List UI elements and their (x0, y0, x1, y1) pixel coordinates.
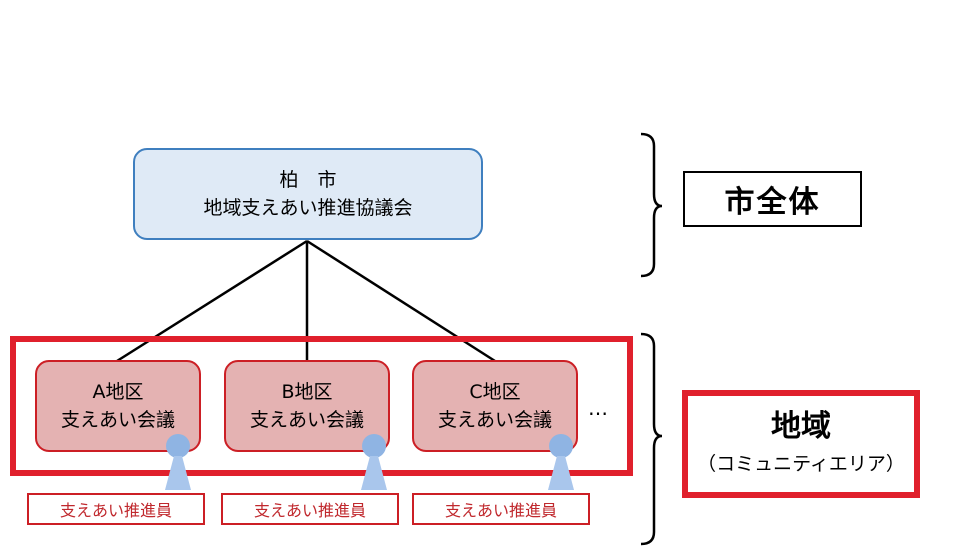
region-subtitle: （コミュニティエリア） (697, 453, 905, 475)
region-brace-icon (640, 332, 663, 546)
region-title: 地域 (771, 409, 831, 444)
council-name: 地域支えあい推進協議会 (203, 197, 413, 219)
region-scope-label: 地域 （コミュニティエリア） (682, 390, 920, 498)
promoter-label-a: 支えあい推進員 (27, 493, 205, 525)
person-icon (548, 434, 574, 490)
city-brace-icon (640, 132, 663, 278)
district-name: C地区 (469, 381, 521, 403)
promoter-label-b: 支えあい推進員 (221, 493, 399, 525)
district-meeting: 支えあい会議 (437, 409, 552, 431)
council-city: 柏 市 (279, 169, 337, 191)
district-meeting: 支えあい会議 (60, 409, 175, 431)
region-frame (10, 336, 633, 476)
council-box: 柏 市 地域支えあい推進協議会 (133, 148, 483, 240)
city-scope-label: 市全体 (683, 171, 862, 227)
district-c-box: C地区 支えあい会議 (412, 360, 578, 452)
person-icon (165, 434, 191, 490)
promoter-label-c: 支えあい推進員 (412, 493, 590, 525)
more-districts-ellipsis: … (588, 396, 609, 420)
district-name: B地区 (281, 381, 333, 403)
district-name: A地区 (92, 381, 144, 403)
district-meeting: 支えあい会議 (249, 409, 364, 431)
district-b-box: B地区 支えあい会議 (224, 360, 390, 452)
district-a-box: A地区 支えあい会議 (35, 360, 201, 452)
person-icon (361, 434, 387, 490)
